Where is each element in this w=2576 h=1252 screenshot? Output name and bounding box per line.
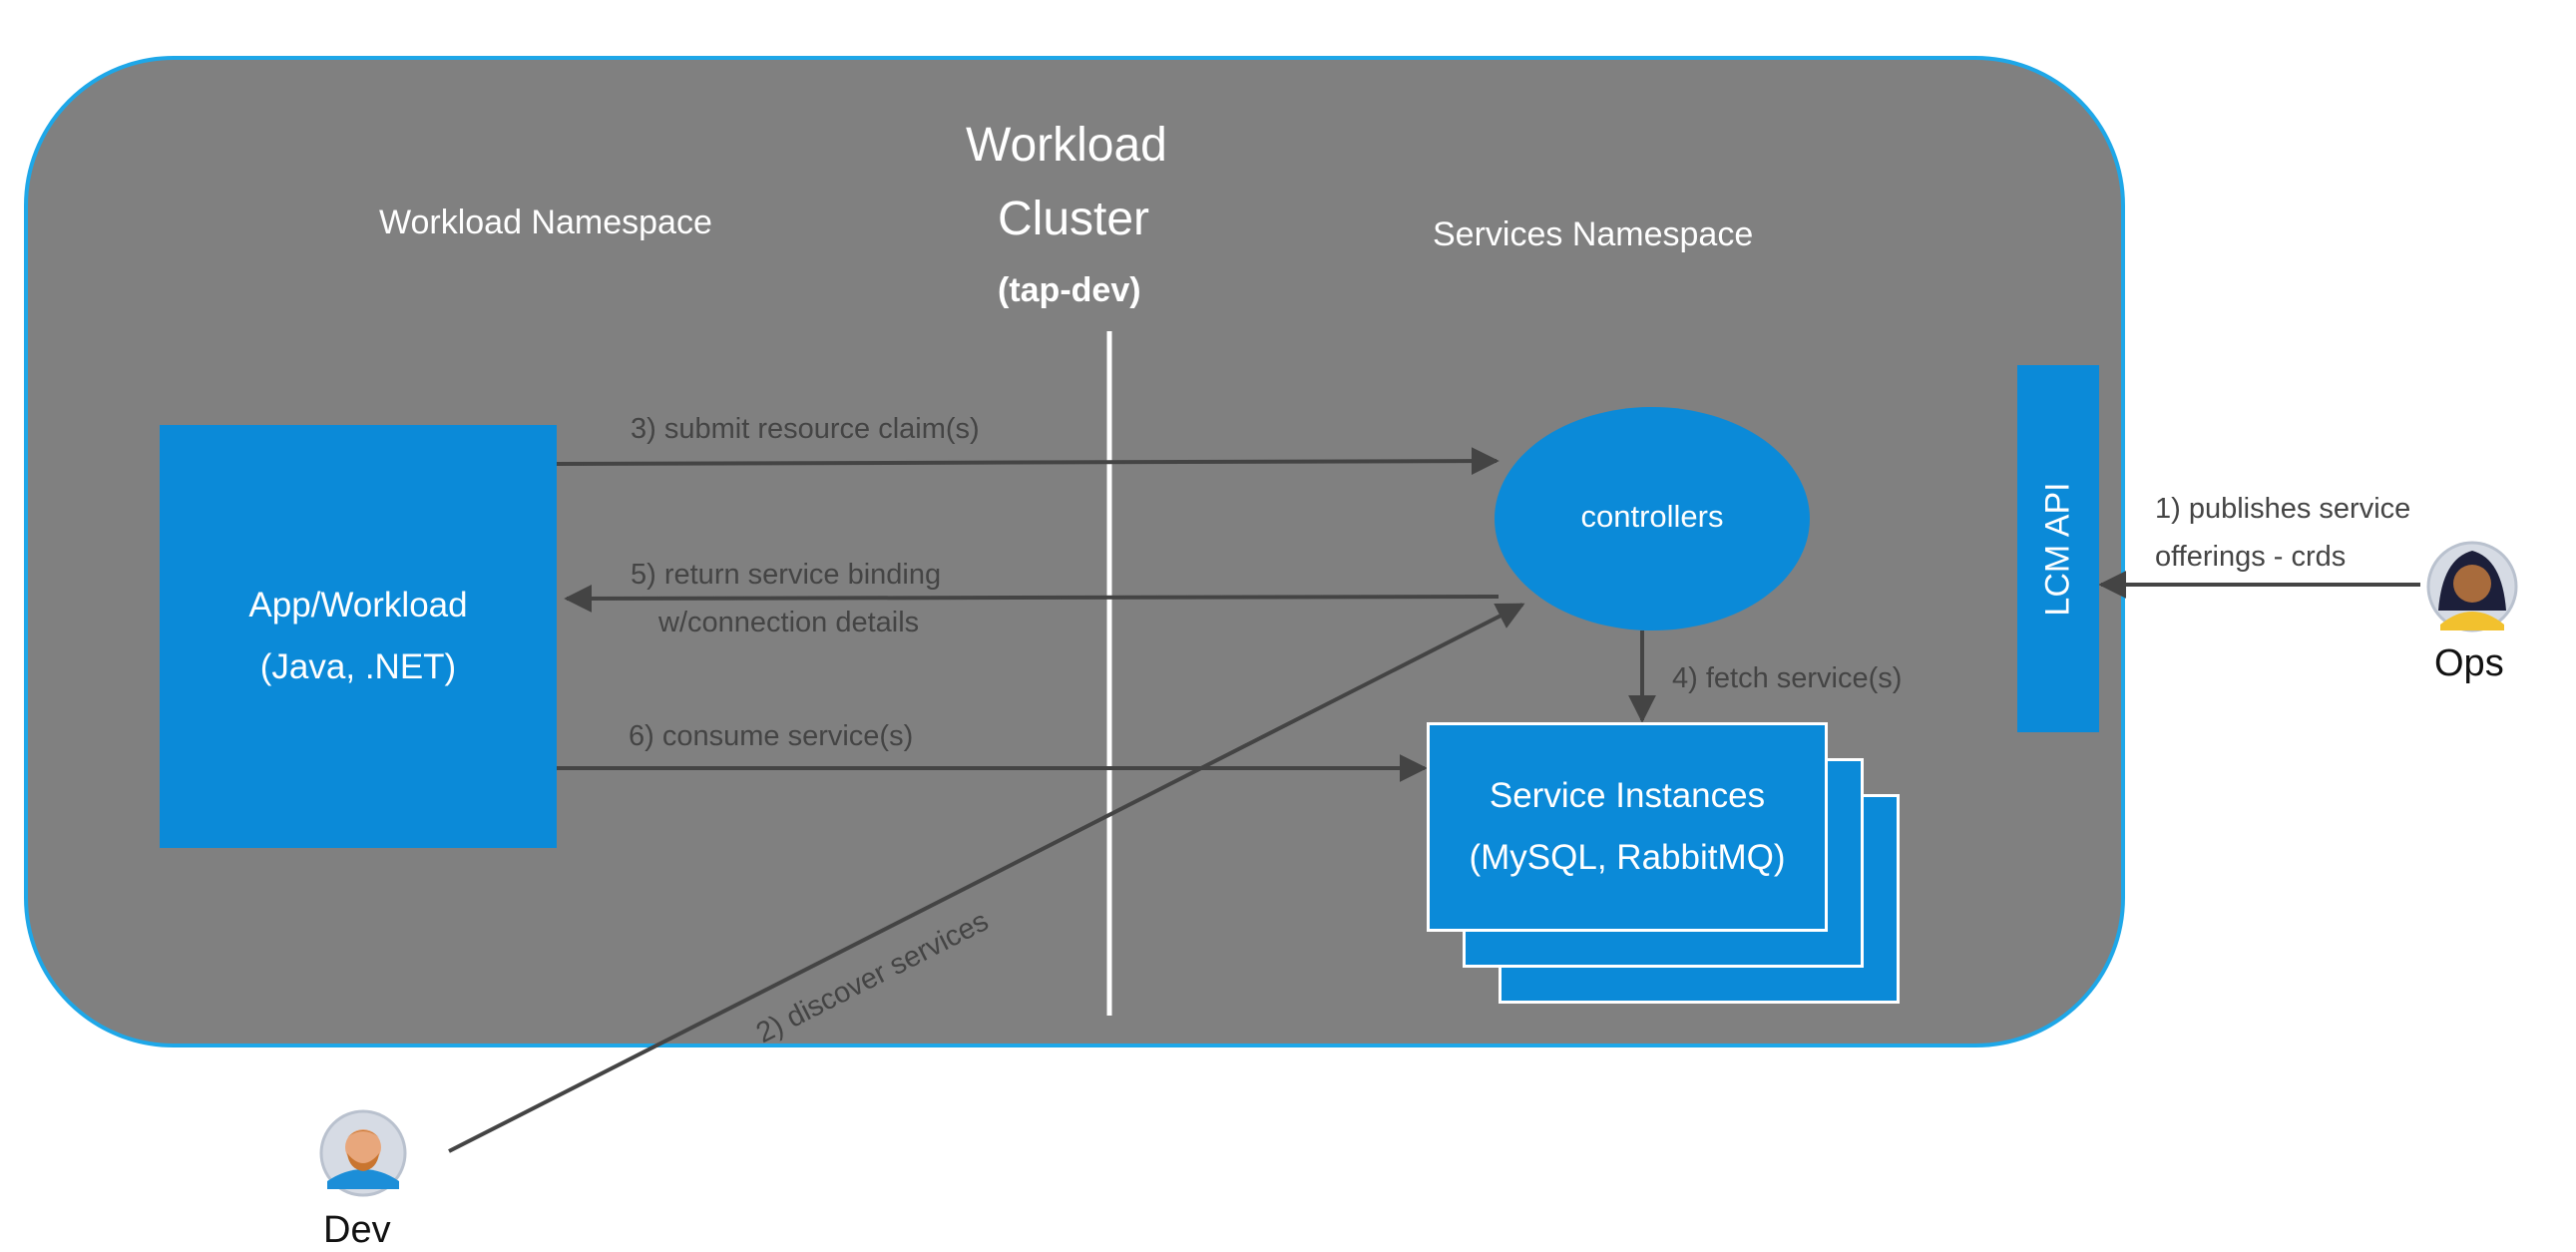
service-instances-title: Service Instances [1489, 776, 1766, 815]
step-return-binding-label: 5) return service binding [631, 559, 942, 591]
controllers-ellipse [1495, 407, 1810, 630]
controllers-label: controllers [1580, 499, 1724, 534]
workload-namespace-label: Workload Namespace [379, 204, 712, 241]
arrow-submit-claim [556, 447, 1500, 476]
ops-label: Ops [2434, 642, 2504, 684]
lcm-api-box: LCM API [2017, 365, 2099, 732]
service-instances-subtitle: (MySQL, RabbitMQ) [1469, 838, 1786, 877]
arrow-discover-services [448, 603, 1525, 1153]
service-instances-box: Service Instances (MySQL, RabbitMQ) [1427, 722, 1828, 932]
step-submit-claim-label: 3) submit resource claim(s) [631, 413, 980, 445]
arrow-return-binding [564, 584, 1500, 613]
step-publish-offerings-label: 1) publishes service [2155, 493, 2411, 525]
step-publish-offerings-detail: offerings - crds [2155, 541, 2347, 573]
app-workload-box: App/Workload (Java, .NET) [160, 425, 557, 848]
dev-label: Dev [323, 1209, 391, 1251]
app-workload-subtitle: (Java, .NET) [259, 647, 457, 686]
step-consume-service-label: 6) consume service(s) [629, 720, 914, 752]
lcm-api-label: LCM API [2038, 481, 2077, 617]
app-workload-title: App/Workload [248, 586, 468, 625]
step-fetch-service-label: 4) fetch service(s) [1672, 662, 1903, 694]
step-return-binding-detail: w/connection details [658, 607, 920, 638]
services-namespace-label: Services Namespace [1433, 215, 1754, 253]
cluster-title-line2: Cluster [998, 193, 1150, 245]
cluster-title-line3: (tap-dev) [998, 271, 1141, 309]
cluster-title-line1: Workload [966, 119, 1167, 172]
